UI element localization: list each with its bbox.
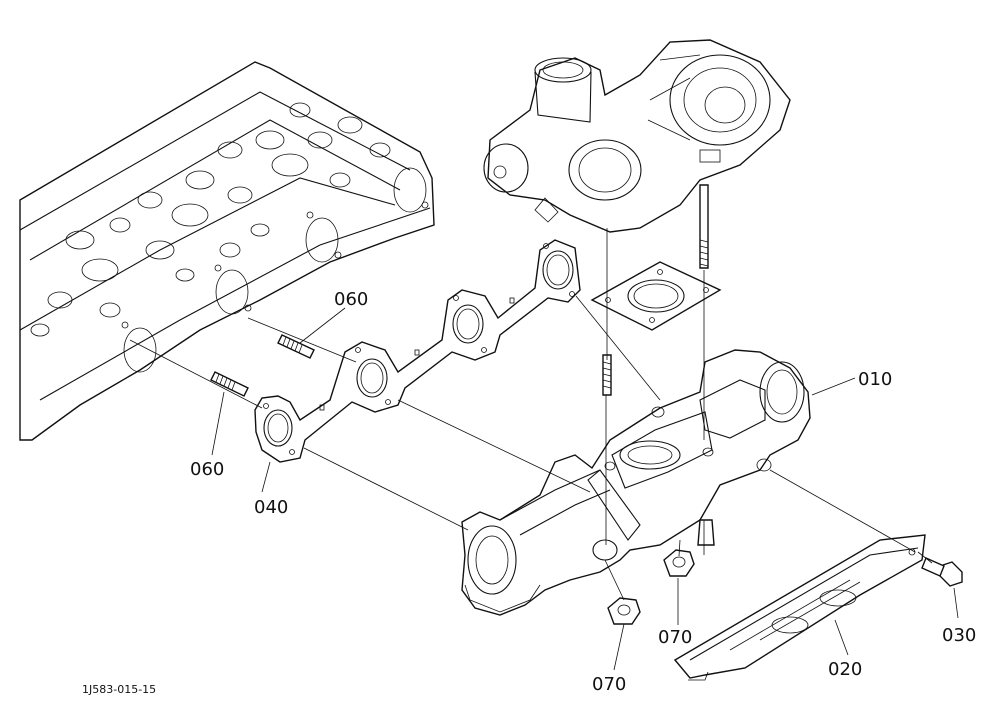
assembly-guide-lines xyxy=(129,228,933,601)
callout-020: 020 xyxy=(828,659,862,680)
callout-010: 010 xyxy=(858,369,892,390)
callout-040: 040 xyxy=(254,497,288,518)
manifold-gasket-drawing xyxy=(254,239,581,463)
nut-070-right xyxy=(663,549,695,577)
callout-060-lower: 060 xyxy=(190,459,224,480)
document-code: 1J583-015-15 xyxy=(82,683,156,696)
bolt-030-drawing xyxy=(921,557,963,587)
turbocharger-drawing xyxy=(483,39,791,269)
nut-070-left xyxy=(607,597,641,625)
stud-060-lower xyxy=(210,371,249,397)
turbo-gasket-drawing xyxy=(590,261,722,331)
callout-070-left: 070 xyxy=(592,674,626,695)
callout-060-upper: 060 xyxy=(334,289,368,310)
stud-060-upper xyxy=(277,334,315,359)
exhaust-manifold-drawing xyxy=(461,349,811,616)
callout-030: 030 xyxy=(942,625,976,646)
callout-070-right: 070 xyxy=(658,627,692,648)
heat-shield-drawing xyxy=(673,534,926,681)
callout-leaders xyxy=(211,307,959,671)
cylinder-head-drawing xyxy=(19,61,435,441)
